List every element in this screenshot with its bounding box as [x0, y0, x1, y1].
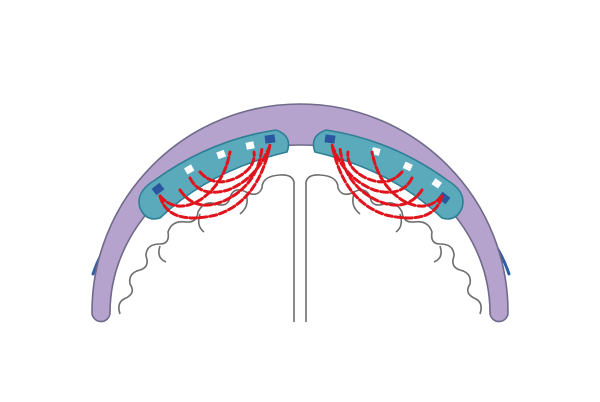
right-sulcus-3 — [433, 245, 442, 263]
left-sulcus-2 — [197, 213, 205, 233]
left-electrode-inner — [264, 134, 276, 144]
left-field-line-1 — [158, 143, 272, 220]
left-field-line-2 — [158, 150, 232, 208]
right-electrode-inner — [324, 134, 336, 144]
right-electrode-array — [312, 129, 464, 220]
left-window-2 — [216, 149, 227, 160]
right-window-3 — [431, 178, 442, 189]
right-field-line-2 — [370, 150, 444, 208]
left-window-1 — [184, 164, 195, 175]
brain-cortex — [118, 174, 482, 322]
field-lines — [158, 143, 444, 220]
left-field-line-5 — [198, 150, 256, 184]
left-sulcus-3 — [158, 245, 167, 263]
right-field-line-1 — [330, 143, 444, 220]
right-hemisphere-outline — [305, 174, 482, 322]
left-hemisphere-outline — [118, 174, 295, 322]
right-field-line-5 — [346, 150, 404, 184]
right-sulcus-2 — [395, 213, 403, 233]
right-field-line-4 — [330, 143, 414, 194]
left-electrode-outer — [151, 182, 165, 196]
right-electrode-outer — [437, 191, 451, 205]
left-window-3 — [245, 141, 255, 150]
left-electrode-array — [138, 129, 290, 220]
right-window-2 — [402, 161, 413, 172]
right-sulcus-1 — [352, 193, 361, 215]
left-field-line-4 — [188, 143, 272, 194]
left-electrode-pad — [138, 129, 290, 220]
right-electrode-pad — [312, 129, 464, 220]
